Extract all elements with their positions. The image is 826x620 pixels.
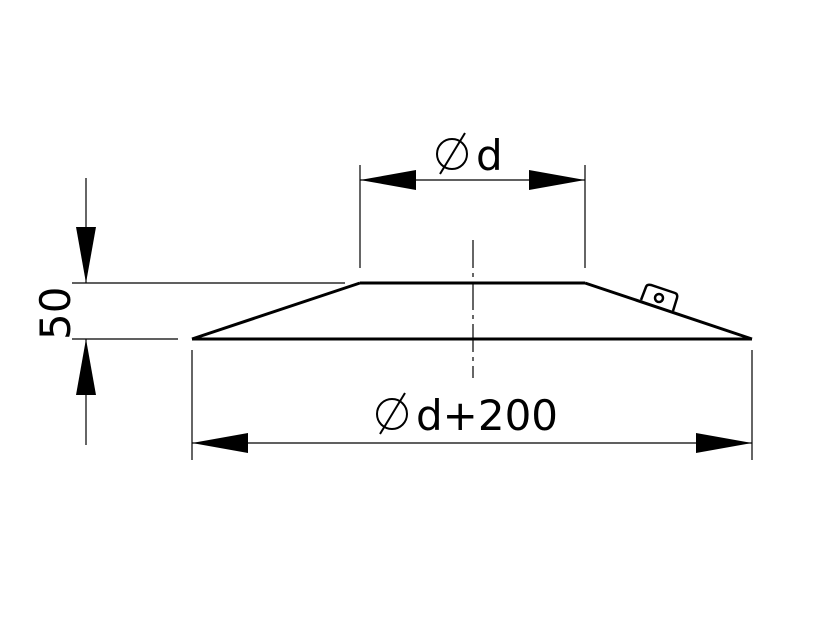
diameter-symbol-icon	[376, 392, 408, 435]
clamp-bracket-icon	[639, 283, 679, 312]
right-slope	[584, 281, 753, 341]
top-diameter-label: d	[476, 131, 503, 180]
top-diameter-dimension	[359, 165, 586, 268]
diameter-symbol-icon	[436, 132, 468, 175]
bottom-diameter-dimension	[191, 350, 753, 460]
bottom-diameter-label: d+200	[416, 391, 558, 440]
height-label: 50	[31, 287, 80, 340]
height-dimension	[72, 178, 345, 445]
flashing-cone-profile	[191, 281, 753, 341]
left-slope	[191, 281, 361, 341]
